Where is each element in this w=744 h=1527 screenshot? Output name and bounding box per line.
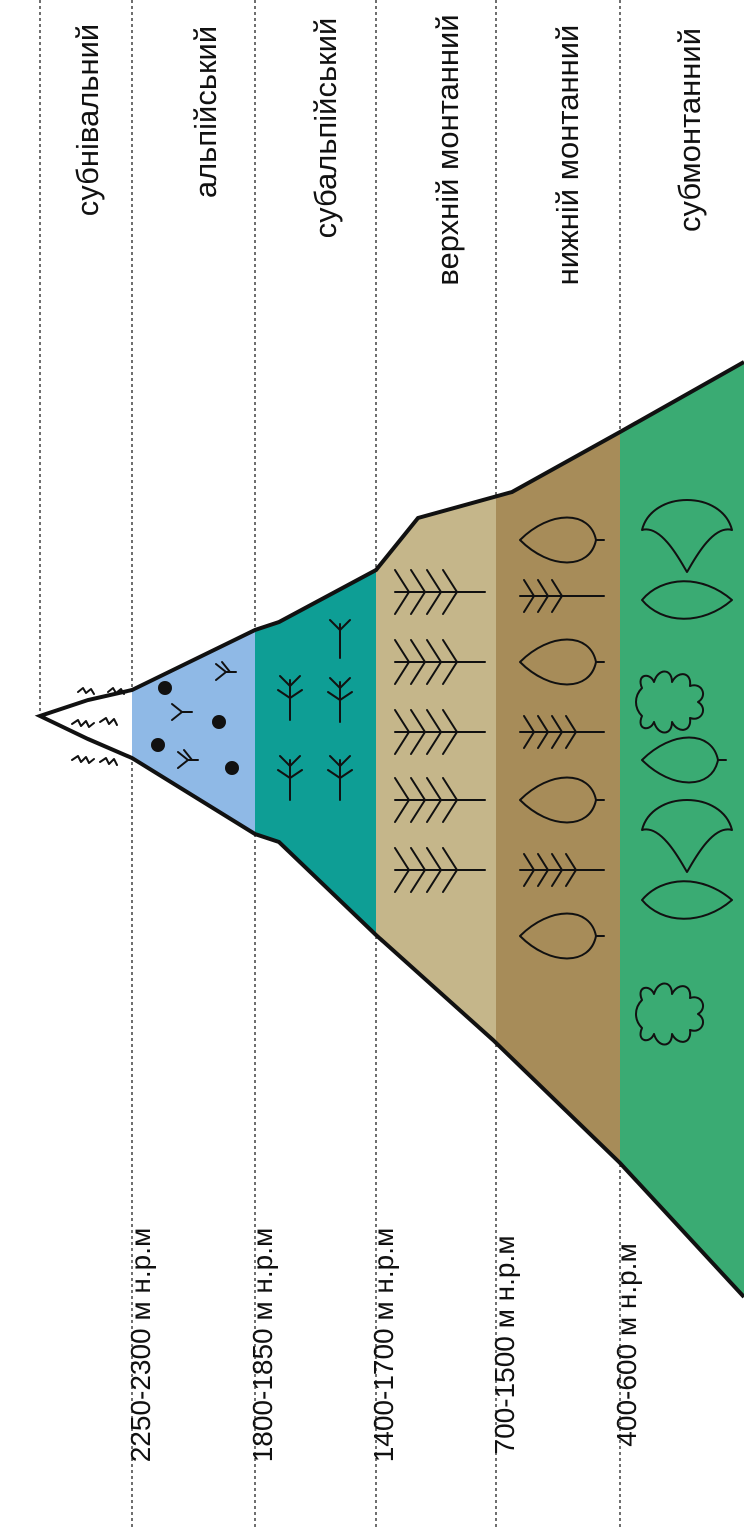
zone-label-subnival: субнівальний bbox=[70, 24, 105, 216]
altitude-label-1800-1850: 1800-1850 м н.р.м bbox=[247, 1228, 278, 1463]
zone-label-upper-montane: верхній монтанний bbox=[430, 14, 465, 285]
zone-label-submontane: субмонтанний bbox=[672, 28, 707, 232]
zone-label-subalpine: субальпійський bbox=[308, 18, 343, 239]
altitude-label-1400-1700: 1400-1700 м н.р.м bbox=[368, 1228, 399, 1463]
altitude-label-700-1500: 700-1500 м н.р.м bbox=[489, 1236, 520, 1455]
band-subnival bbox=[30, 300, 132, 1527]
zone-label-lower-montane: нижній монтанний bbox=[550, 25, 585, 286]
zone-label-alpine: альпійський bbox=[188, 26, 223, 198]
altitude-label-2250-2300: 2250-2300 м н.р.м bbox=[125, 1228, 156, 1463]
altitude-label-400-600: 400-600 м н.р.м bbox=[611, 1243, 642, 1446]
